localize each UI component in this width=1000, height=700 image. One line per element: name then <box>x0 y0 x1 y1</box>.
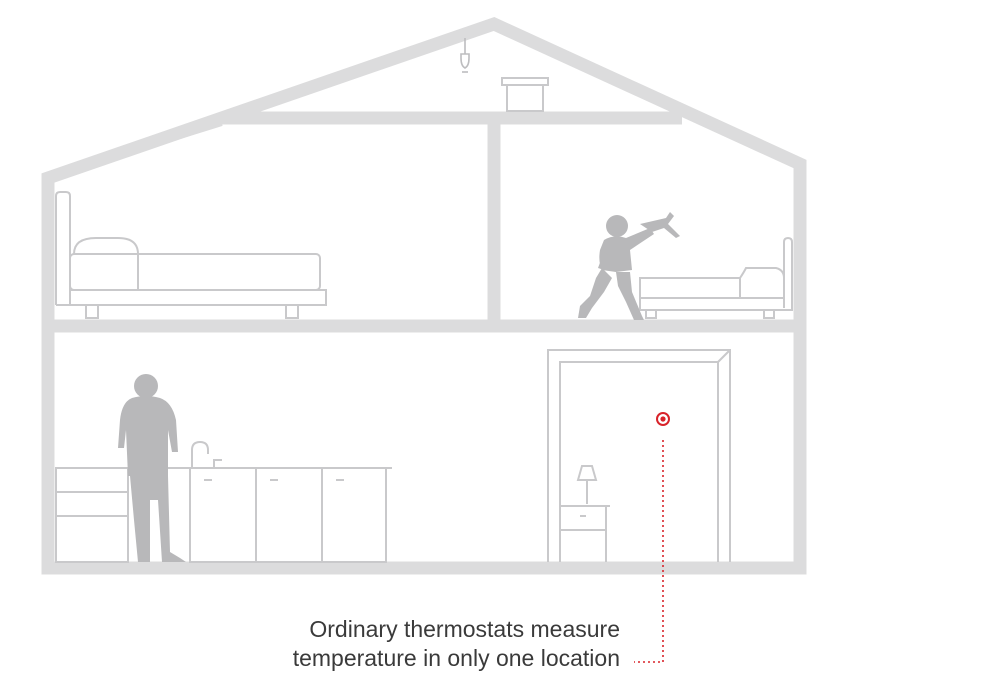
attic-vent-icon <box>501 77 549 112</box>
caption: Ordinary thermostats measure temperature… <box>190 615 620 673</box>
kitchen-counter-icon <box>55 440 392 563</box>
house-outline <box>41 17 807 575</box>
bed-icon <box>55 191 327 319</box>
doorway-icon <box>547 349 731 562</box>
caption-line-2: temperature in only one location <box>292 645 620 671</box>
nightstand-icon <box>559 505 610 562</box>
callout-line <box>634 440 664 663</box>
roof-and-walls <box>41 17 807 575</box>
caption-line-1: Ordinary thermostats measure <box>309 616 620 642</box>
person-standing-icon <box>118 374 186 562</box>
child-with-airplane-icon <box>578 212 680 320</box>
attic-ceiling-line-left <box>47 122 223 180</box>
thermostat-marker-icon <box>656 412 670 426</box>
small-bed-icon <box>639 236 793 319</box>
lamp-icon <box>576 465 598 504</box>
ceiling-light-icon <box>460 38 470 73</box>
